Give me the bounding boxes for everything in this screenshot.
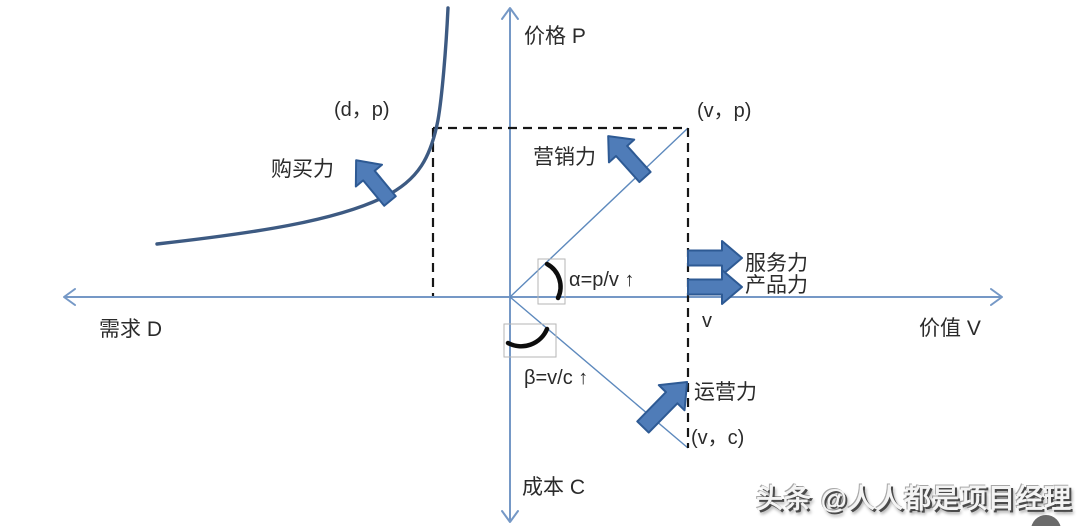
product-power-label: 产品力 (745, 274, 808, 297)
operation-power-label: 运营力 (694, 381, 757, 404)
point-label-vp: (v，p) (697, 100, 752, 122)
beta-arc-box (503, 323, 557, 358)
value-price-line (509, 127, 689, 298)
watermark-avatar-circle (1031, 515, 1061, 526)
marketing-power-arrow (607, 135, 652, 184)
service-power-label: 服务力 (745, 252, 808, 275)
x-axis-positive-label: 价值 V (919, 317, 981, 340)
demand-curve (155, 6, 450, 246)
alpha-angle-label: α=p/v ↑ (569, 269, 635, 291)
x-axis-negative-label: 需求 D (99, 318, 162, 341)
y-axis-positive-label: 价格 P (524, 25, 586, 48)
beta-angle-arc (505, 326, 550, 349)
y-axis-negative-label: 成本 C (522, 476, 585, 499)
x-axis-left-arrowhead (63, 288, 76, 306)
point-label-vc: (v，c) (691, 427, 745, 449)
marketing-power-label: 营销力 (533, 146, 596, 169)
v-tick-label: v (702, 310, 712, 332)
point-label-dp: (d，p) (334, 99, 390, 121)
service-power-arrow (687, 240, 743, 276)
product-power-arrow (687, 269, 743, 305)
buying-power-arrow (354, 159, 397, 207)
y-axis-bottom-arrowhead (501, 510, 519, 523)
y-axis-top-arrowhead (501, 7, 519, 20)
alpha-angle-arc (544, 261, 563, 301)
x-axis-right-arrowhead (990, 288, 1003, 306)
beta-angle-label: β=v/c ↑ (524, 367, 589, 389)
watermark-text: 头条 @人人都是项目经理 (756, 484, 1072, 514)
buying-power-label: 购买力 (271, 158, 334, 181)
alpha-arc-box (537, 258, 566, 305)
operation-power-arrow (636, 380, 689, 434)
